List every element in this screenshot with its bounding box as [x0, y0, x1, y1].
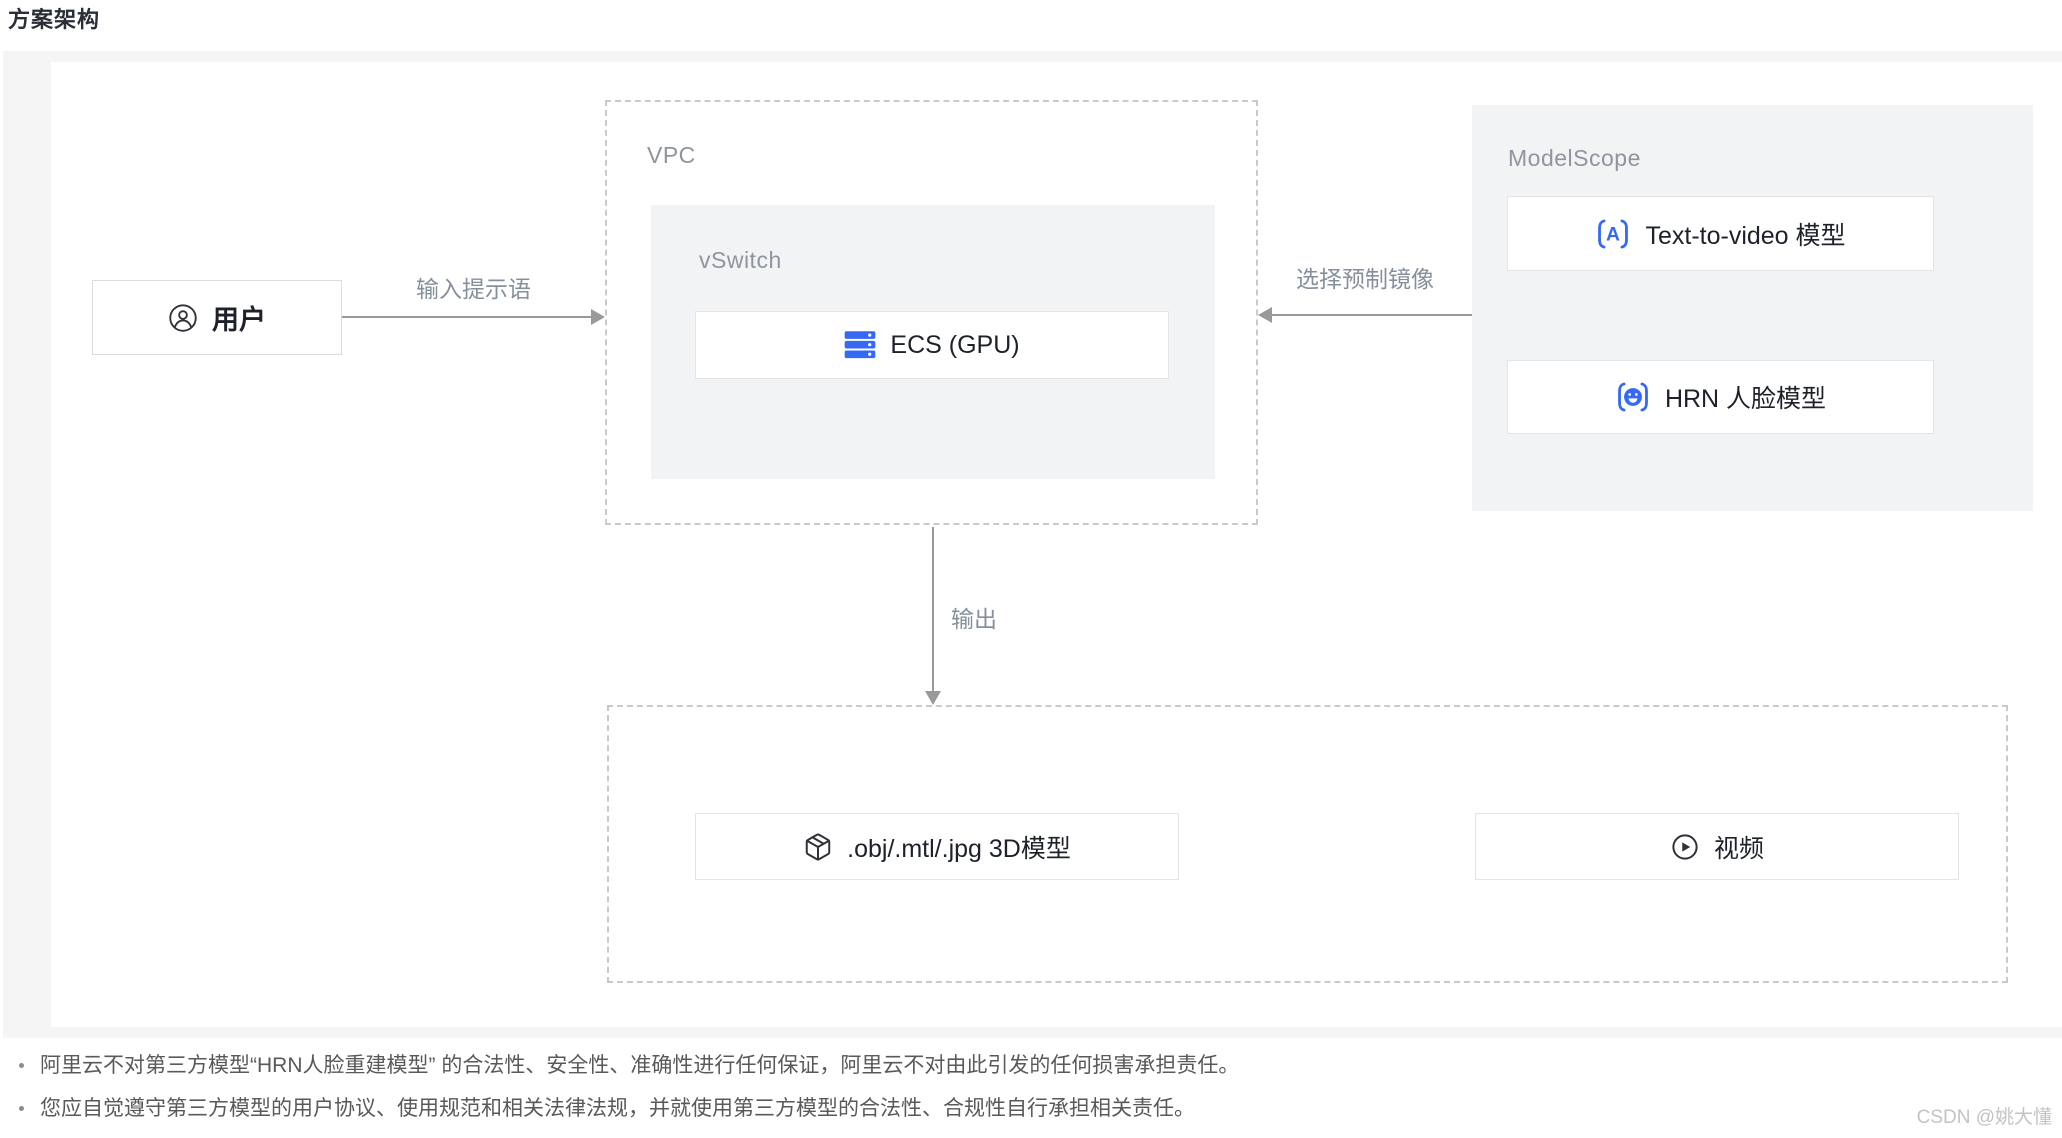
select-image-arrow-label: 选择预制镜像 [1296, 266, 1434, 292]
text-to-video-node: A Text-to-video 模型 [1507, 196, 1934, 271]
text-to-video-label: Text-to-video 模型 [1645, 221, 1846, 250]
input-arrow [342, 316, 603, 318]
footnotes: 阿里云不对第三方模型“HRN人脸重建模型” 的合法性、安全性、准确性进行任何保证… [16, 1052, 1976, 1138]
text-model-icon: A [1595, 218, 1631, 250]
note-item: 您应自觉遵守第三方模型的用户协议、使用规范和相关法律法规，并就使用第三方模型的合… [16, 1095, 1976, 1122]
user-icon [168, 303, 198, 333]
play-circle-icon [1670, 832, 1700, 862]
hrn-face-label: HRN 人脸模型 [1664, 385, 1827, 413]
ecs-label: ECS (GPU) [890, 330, 1020, 359]
outputs-group: .obj/.mtl/.jpg 3D模型 视频 [607, 705, 2008, 983]
vpc-label: VPC [647, 142, 696, 168]
video-output-node: 视频 [1475, 813, 1959, 880]
model-3d-output-label: .obj/.mtl/.jpg 3D模型 [847, 834, 1071, 863]
output-arrow-label: 输出 [951, 606, 997, 632]
user-node: 用户 [92, 280, 342, 355]
modelscope-label: ModelScope [1508, 145, 1641, 171]
watermark: CSDN @姚大懂 [1916, 1107, 2052, 1128]
modelscope-group: ModelScope A Text-to-video 模型 [1472, 105, 2033, 511]
vpc-group: VPC vSwitch [605, 100, 1258, 525]
note-item: 阿里云不对第三方模型“HRN人脸重建模型” 的合法性、安全性、准确性进行任何保证… [16, 1052, 1976, 1079]
face-model-icon [1615, 381, 1651, 413]
cube-icon [803, 832, 833, 862]
vswitch-group: vSwitch [651, 205, 1215, 479]
model-3d-output-node: .obj/.mtl/.jpg 3D模型 [695, 813, 1179, 880]
ecs-node: ECS (GPU) [695, 311, 1169, 379]
video-output-label: 视频 [1713, 834, 1764, 863]
page-title: 方案架构 [8, 7, 101, 32]
input-arrow-label: 输入提示语 [416, 276, 531, 302]
diagram-canvas: 用户 输入提示语 VPC vSwitch [51, 62, 2062, 1027]
select-image-arrow [1260, 314, 1472, 316]
svg-text:A: A [1606, 224, 1620, 245]
user-label: 用户 [212, 305, 266, 335]
vswitch-label: vSwitch [699, 247, 782, 273]
server-icon [844, 331, 876, 359]
output-arrow [932, 527, 934, 692]
architecture-panel: 用户 输入提示语 VPC vSwitch [3, 51, 2062, 1038]
hrn-face-node: HRN 人脸模型 [1507, 360, 1934, 434]
